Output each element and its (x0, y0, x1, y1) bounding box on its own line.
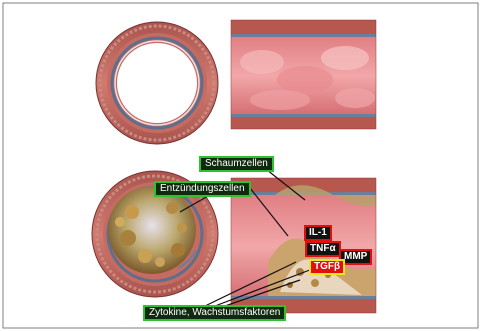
label-foam-cells: Schaumzellen (199, 156, 274, 172)
healthy-artery-cross-section (96, 22, 218, 144)
label-il1: IL-1 (304, 225, 332, 241)
healthy-artery-longitudinal (231, 20, 376, 129)
label-tnfa: TNFα (305, 241, 341, 257)
label-cytokines: Zytokine, Wachstumsfaktoren (143, 305, 286, 321)
label-inflammatory-cells: Entzündungszellen (154, 181, 251, 197)
label-tgfb: TGFβ (309, 259, 345, 275)
